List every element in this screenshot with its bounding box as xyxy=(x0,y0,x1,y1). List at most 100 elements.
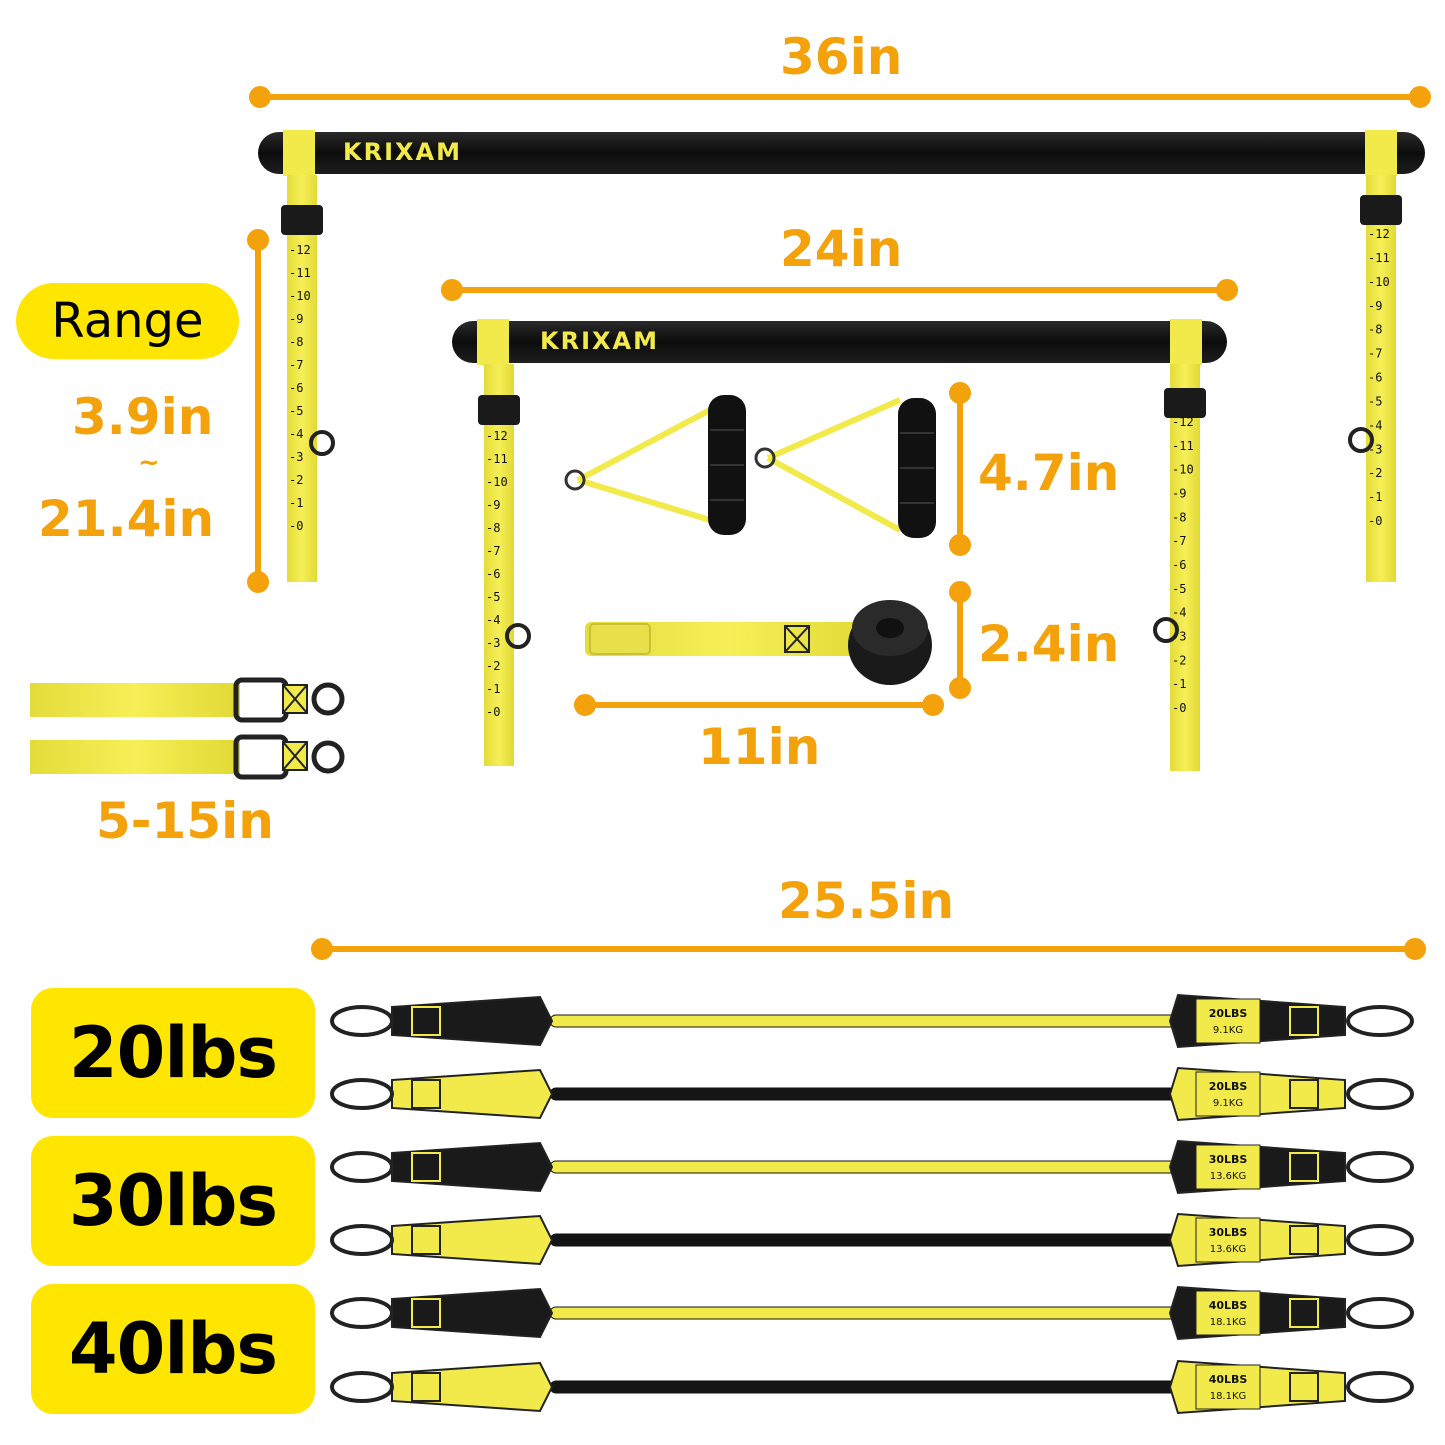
strap-scale-mark: -0 xyxy=(1172,701,1186,715)
band-tag-weight: 30LBS xyxy=(1209,1153,1248,1166)
strap-scale-mark: -4 xyxy=(1368,418,1382,432)
door-anchor xyxy=(585,600,932,685)
strap-scale-mark: -1 xyxy=(1368,490,1382,504)
strap-scale-mark: -3 xyxy=(289,450,303,464)
ankle-strap-top xyxy=(30,677,345,723)
strap-scale-mark: -1 xyxy=(486,682,500,696)
strap-scale-mark: -0 xyxy=(486,705,500,719)
strap-scale-mark: -8 xyxy=(1172,510,1186,524)
strap-scale-mark: -4 xyxy=(1172,606,1186,620)
strap-scale-mark: -2 xyxy=(289,473,303,487)
resistance-band: 20LBS 9.1KG xyxy=(330,993,1414,1049)
short-bar-logo: KRIXAM xyxy=(540,327,659,355)
carabiner-icon xyxy=(1346,1297,1414,1329)
handle-left xyxy=(564,395,746,535)
dimension-anchor-height-line xyxy=(949,581,971,699)
label-range-min: 3.9in xyxy=(72,388,214,446)
band-tag-weight: 20LBS xyxy=(1209,1080,1248,1093)
strap-scale-mark: -11 xyxy=(289,266,311,280)
strap-scale-mark: -10 xyxy=(289,289,311,303)
strap-scale-mark: -1 xyxy=(289,496,303,510)
band-tag-weight: 20LBS xyxy=(1209,1007,1248,1020)
band-tag-kg: 13.6KG xyxy=(1210,1244,1247,1255)
label-handle-height: 4.7in xyxy=(978,444,1120,502)
strap-scale-mark: -8 xyxy=(486,521,500,535)
strap-scale-mark: -0 xyxy=(289,519,303,533)
strap-scale-mark: -2 xyxy=(1172,653,1186,667)
band-tag-weight: 40LBS xyxy=(1209,1299,1248,1312)
dimension-handle-line xyxy=(949,382,971,556)
carabiner-icon xyxy=(1346,1078,1414,1110)
strap-scale-mark: -7 xyxy=(486,544,500,558)
strap-scale-mark: -12 xyxy=(289,243,311,257)
strap-scale-mark: -5 xyxy=(1172,582,1186,596)
strap-scale-mark: -1 xyxy=(1172,677,1186,691)
badge-40lbs: 40lbs xyxy=(31,1284,315,1414)
carabiner-icon xyxy=(330,1151,394,1183)
band-tag-kg: 9.1KG xyxy=(1213,1098,1243,1109)
handle-right xyxy=(754,397,936,538)
carabiner-icon xyxy=(1346,1005,1414,1037)
strap-scale-mark: -3 xyxy=(1368,442,1382,456)
short-bar-right-strap: -12-11-10-9-8-7-6-5-4-3-2-1-0 xyxy=(1153,364,1206,771)
strap-scale-mark: -6 xyxy=(486,567,500,581)
strap-scale-mark: -7 xyxy=(289,358,303,372)
short-bar-left-strap: -12-11-10-9-8-7-6-5-4-3-2-1-0 xyxy=(478,364,531,766)
band-tag-weight: 30LBS xyxy=(1209,1226,1248,1239)
label-ankle-strap: 5-15in xyxy=(96,792,274,850)
strap-scale-mark: -10 xyxy=(1172,463,1194,477)
strap-scale-mark: -5 xyxy=(289,404,303,418)
strap-scale-mark: -9 xyxy=(1172,487,1186,501)
strap-scale-mark: -9 xyxy=(486,498,500,512)
long-bar-right-strap: -12-11-10-9-8-7-6-5-4-3-2-1-0 xyxy=(1348,175,1402,582)
dimension-band-line xyxy=(311,938,1426,960)
long-bar: KRIXAM xyxy=(258,130,1425,176)
resistance-bands: 20LBS 9.1KG 20LBS 9.1KG 30LBS 13.6KG 30LBS 13.6… xyxy=(330,993,1414,1415)
strap-scale-mark: -7 xyxy=(1172,534,1186,548)
band-tag-weight: 40LBS xyxy=(1209,1373,1248,1386)
strap-scale-mark: -11 xyxy=(1172,439,1194,453)
label-range-sep: ~ xyxy=(138,448,160,478)
resistance-band: 30LBS 13.6KG xyxy=(330,1212,1414,1268)
strap-scale-mark: -3 xyxy=(486,636,500,650)
resistance-band: 40LBS 18.1KG xyxy=(330,1359,1414,1415)
strap-scale-mark: -10 xyxy=(486,475,508,489)
strap-scale-mark: -5 xyxy=(1368,394,1382,408)
strap-scale-mark: -6 xyxy=(1368,371,1382,385)
ankle-strap-bottom xyxy=(30,734,345,780)
label-band-length: 25.5in xyxy=(778,872,955,930)
band-tag-kg: 18.1KG xyxy=(1210,1391,1247,1402)
strap-scale-mark: -0 xyxy=(1368,514,1382,528)
carabiner-icon xyxy=(330,1297,394,1329)
carabiner-icon xyxy=(330,1371,394,1403)
carabiner-icon xyxy=(1346,1151,1414,1183)
carabiner-icon xyxy=(1346,1224,1414,1256)
resistance-band: 30LBS 13.6KG xyxy=(330,1139,1414,1195)
carabiner-icon xyxy=(330,1078,394,1110)
label-range-max: 21.4in xyxy=(38,490,215,548)
dimension-range-line xyxy=(247,229,269,593)
dimension-anchor-length-line xyxy=(574,694,944,716)
band-tag-kg: 13.6KG xyxy=(1210,1171,1247,1182)
strap-scale-mark: -9 xyxy=(289,312,303,326)
resistance-band: 40LBS 18.1KG xyxy=(330,1285,1414,1341)
badge-30lbs: 30lbs xyxy=(31,1136,315,1266)
strap-scale-mark: -10 xyxy=(1368,275,1390,289)
dimension-24in-line xyxy=(441,279,1238,301)
strap-scale-mark: -12 xyxy=(1368,227,1390,241)
carabiner-icon xyxy=(330,1224,394,1256)
label-anchor-length: 11in xyxy=(698,718,821,776)
badge-20lbs: 20lbs xyxy=(31,988,315,1118)
long-bar-left-strap: -12-11-10-9-8-7-6-5-4-3-2-1-0 xyxy=(281,175,335,582)
resistance-band: 20LBS 9.1KG xyxy=(330,1066,1414,1122)
band-tag-kg: 9.1KG xyxy=(1213,1025,1243,1036)
band-tag-kg: 18.1KG xyxy=(1210,1317,1247,1328)
range-badge: Range xyxy=(16,283,239,359)
long-bar-logo: KRIXAM xyxy=(343,138,462,166)
carabiner-icon xyxy=(330,1005,394,1037)
strap-scale-mark: -9 xyxy=(1368,299,1382,313)
label-24in: 24in xyxy=(780,220,903,278)
label-36in: 36in xyxy=(780,28,903,86)
strap-scale-mark: -12 xyxy=(1172,415,1194,429)
